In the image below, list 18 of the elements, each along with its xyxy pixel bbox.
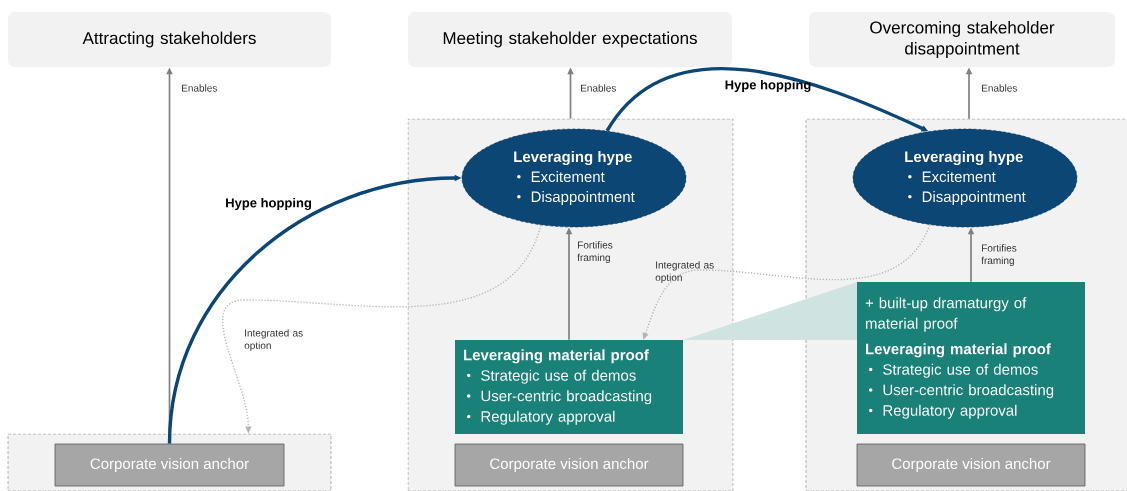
proof-box: + built-up dramaturgy of material proof Leveraging material proof Strategic use of demos User-centric broadcasting Regulatory approval	[857, 282, 1085, 434]
edge-label: Enables	[182, 84, 217, 92]
anchor-box: Corporate vision anchor	[54, 443, 285, 487]
header-box: Overcoming stakeholder disappointment	[809, 12, 1115, 67]
header-box: Attracting stakeholders	[8, 12, 331, 67]
anchor-box: Corporate vision anchor	[856, 443, 1086, 487]
edge-label: Integrated as option	[655, 261, 714, 283]
edge-label: Fortifies framing	[577, 241, 613, 263]
edge-label: Enables	[581, 84, 616, 92]
edge-label: Enables	[982, 84, 1017, 92]
header-box: Meeting stakeholder expectations	[408, 12, 732, 67]
proof-box: Leveraging material proof Strategic use of demos User-centric broadcasting Regulatory approval	[455, 340, 683, 434]
edge-label: Hype hopping	[226, 197, 311, 211]
zoom-wedge	[683, 282, 857, 340]
edge-label: Fortifies framing	[981, 244, 1017, 266]
edge-label: Integrated as option	[244, 329, 303, 351]
edge-label: Hype hopping	[725, 79, 811, 93]
anchor-box: Corporate vision anchor	[454, 443, 684, 487]
